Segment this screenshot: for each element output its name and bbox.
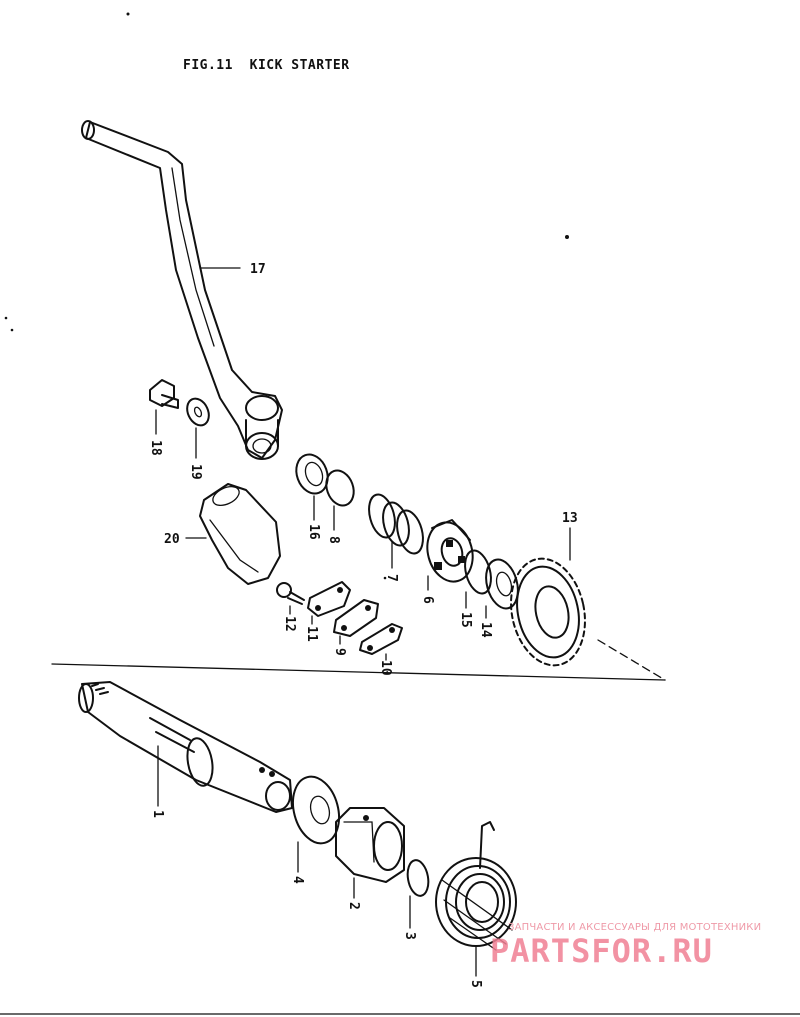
ratchet-6: [426, 519, 474, 583]
label-3: 3: [402, 932, 417, 940]
kick-lever: [81, 120, 283, 460]
washer-14: [485, 558, 519, 610]
scan-specks: [4, 12, 569, 580]
cover-20: [199, 483, 281, 585]
label-6: 6: [420, 596, 435, 604]
leader-lines: [155, 267, 571, 977]
plate-10: [359, 623, 403, 655]
gear-13: [510, 557, 586, 667]
label-7: 7: [384, 574, 399, 582]
watermark: ЗАПЧАСТИ И АКСЕССУАРЫ ДЛЯ МОТОТЕХНИКИ PA…: [490, 918, 790, 978]
label-14: 14: [478, 622, 493, 638]
shaft-1: [78, 681, 293, 813]
label-10: 10: [378, 660, 393, 676]
ring-8: [325, 469, 355, 507]
figure-name: KICK STARTER: [249, 58, 350, 73]
label-20: 20: [164, 532, 180, 547]
label-17: 17: [250, 262, 266, 277]
label-2: 2: [346, 902, 361, 910]
watermark-brand: PARTSFOR.RU: [490, 932, 713, 970]
plate-11: [307, 581, 351, 617]
circlip-3: [406, 859, 430, 897]
label-15: 15: [458, 612, 473, 628]
label-13: 13: [562, 511, 578, 526]
guide-9: [333, 599, 379, 637]
label-8: 8: [326, 536, 341, 544]
label-11: 11: [304, 626, 319, 642]
label-1: 1: [150, 810, 165, 818]
bolt-18: [149, 379, 179, 409]
figure-title: FIG.11 KICK STARTER: [183, 58, 350, 73]
label-9: 9: [332, 648, 347, 656]
oil-seal-16: [295, 453, 329, 495]
assembly-axis-line: [51, 639, 666, 681]
label-18: 18: [148, 440, 163, 456]
label-4: 4: [290, 876, 305, 884]
label-19: 19: [188, 464, 203, 480]
drive-2: [335, 807, 405, 883]
washer-19: [186, 397, 210, 427]
watermark-tagline: ЗАПЧАСТИ И АКСЕССУАРЫ ДЛЯ МОТОТЕХНИКИ: [508, 922, 762, 933]
spring-7: [368, 493, 424, 555]
label-12: 12: [282, 616, 297, 632]
figure-number: FIG.11: [183, 58, 233, 73]
label-5: 5: [468, 980, 483, 988]
label-16: 16: [306, 524, 321, 540]
part-labels: 17 18 19 16 8 20 7 6 15 14 13 12 11 9 10…: [148, 262, 578, 988]
bolt-12: [276, 582, 305, 605]
ring-15: [464, 549, 492, 595]
washer-4: [291, 775, 341, 845]
